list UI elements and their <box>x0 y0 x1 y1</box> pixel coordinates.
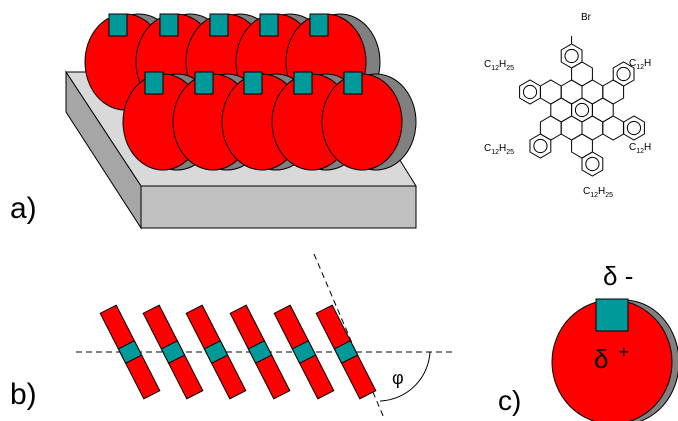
c-subscript: 12 <box>636 64 644 71</box>
aromatic-ring <box>602 115 625 141</box>
aromatic-ring <box>560 43 583 69</box>
molecule-structure <box>519 36 645 177</box>
polar-head-group <box>333 340 359 364</box>
polar-head-group <box>159 13 179 37</box>
c-subscript: 12 <box>491 149 499 156</box>
panel-label-c: c) <box>498 385 521 416</box>
polar-head-group <box>343 71 363 95</box>
aromatic-circle <box>564 48 579 64</box>
tilted-disc <box>229 304 291 400</box>
h-atom: H <box>499 59 506 70</box>
polar-head-group <box>194 71 214 95</box>
panel-label-a: a) <box>10 192 37 225</box>
h-subscript: 25 <box>605 192 613 199</box>
aromatic-ring <box>623 115 645 141</box>
panel-label-b: b) <box>10 378 37 411</box>
aromatic-ring <box>602 79 625 105</box>
polar-head-group <box>309 13 329 37</box>
c-atom: C <box>484 59 491 70</box>
c-subscript: 12 <box>491 65 499 72</box>
tilted-disc <box>315 304 377 400</box>
alkyl-chain-right-lower: C12H <box>629 142 651 155</box>
c-atom: C <box>629 58 636 69</box>
tilted-disc <box>99 304 161 400</box>
aromatic-ring <box>539 79 562 105</box>
h-subscript: 25 <box>506 65 514 72</box>
angle-phi-label: φ <box>392 368 404 388</box>
h-atom: H <box>598 186 605 197</box>
alkyl-chain-bottom: C12H25 <box>583 186 613 199</box>
aromatic-circle <box>522 84 538 100</box>
delta-minus-label: δ - <box>603 261 633 291</box>
h-atom: H <box>644 142 651 153</box>
polar-head-group <box>595 298 629 332</box>
aromatic-circle <box>585 156 600 172</box>
tilt-angle-arc <box>379 351 431 402</box>
polar-head-group <box>259 13 279 37</box>
polar-head-group <box>293 71 313 95</box>
h-subscript: 25 <box>506 149 514 156</box>
polar-head-group <box>209 13 229 37</box>
tilted-disc <box>185 304 247 400</box>
h-atom: H <box>499 143 506 154</box>
aromatic-ring <box>519 79 541 105</box>
c-atom: C <box>484 143 491 154</box>
polar-head-group <box>108 13 128 37</box>
substrate-side <box>65 70 142 230</box>
tilted-disc <box>273 304 335 400</box>
aromatic-ring <box>571 61 593 87</box>
aromatic-ring <box>550 97 573 123</box>
tilted-disc <box>142 304 204 400</box>
aromatic-ring <box>560 79 583 105</box>
aromatic-ring <box>581 151 604 177</box>
polar-head-group <box>291 340 317 364</box>
disc-array <box>84 13 417 171</box>
aromatic-circle <box>626 120 642 136</box>
c-atom: C <box>629 142 636 153</box>
c-subscript: 12 <box>636 148 644 155</box>
alkyl-chain-left-lower: C12H25 <box>484 143 514 156</box>
polar-head-group <box>203 340 229 364</box>
plus-superscript: + <box>618 342 629 362</box>
aromatic-ring <box>529 133 552 159</box>
aromatic-ring <box>612 61 635 87</box>
polar-head-group <box>160 340 186 364</box>
polar-head-group <box>247 340 273 364</box>
h-atom: H <box>644 58 651 69</box>
c-atom: C <box>583 186 590 197</box>
aromatic-circle <box>616 66 631 82</box>
aromatic-ring <box>591 97 614 123</box>
aromatic-ring <box>571 133 593 159</box>
delta-plus-label: δ+ <box>594 342 629 374</box>
aromatic-ring <box>571 97 593 123</box>
disc-molecule <box>321 71 417 171</box>
c-subscript: 12 <box>590 192 598 199</box>
aromatic-ring <box>560 115 583 141</box>
polar-head-group <box>243 71 263 95</box>
polar-head-group <box>117 340 143 364</box>
aromatic-ring <box>581 115 604 141</box>
polar-head-group <box>144 71 164 95</box>
aromatic-circle <box>533 138 548 154</box>
aromatic-ring <box>581 79 604 105</box>
alkyl-chain-right-upper: C12H <box>629 58 651 71</box>
substrate-front <box>140 185 417 229</box>
aromatic-ring <box>539 115 562 141</box>
tilted-disc-row <box>99 304 377 400</box>
single-disc <box>551 298 678 421</box>
aromatic-circle <box>574 102 590 118</box>
br-substituent: Br <box>581 12 592 23</box>
alkyl-chain-left-upper: C12H25 <box>484 59 514 72</box>
delta-symbol: δ <box>594 344 608 374</box>
